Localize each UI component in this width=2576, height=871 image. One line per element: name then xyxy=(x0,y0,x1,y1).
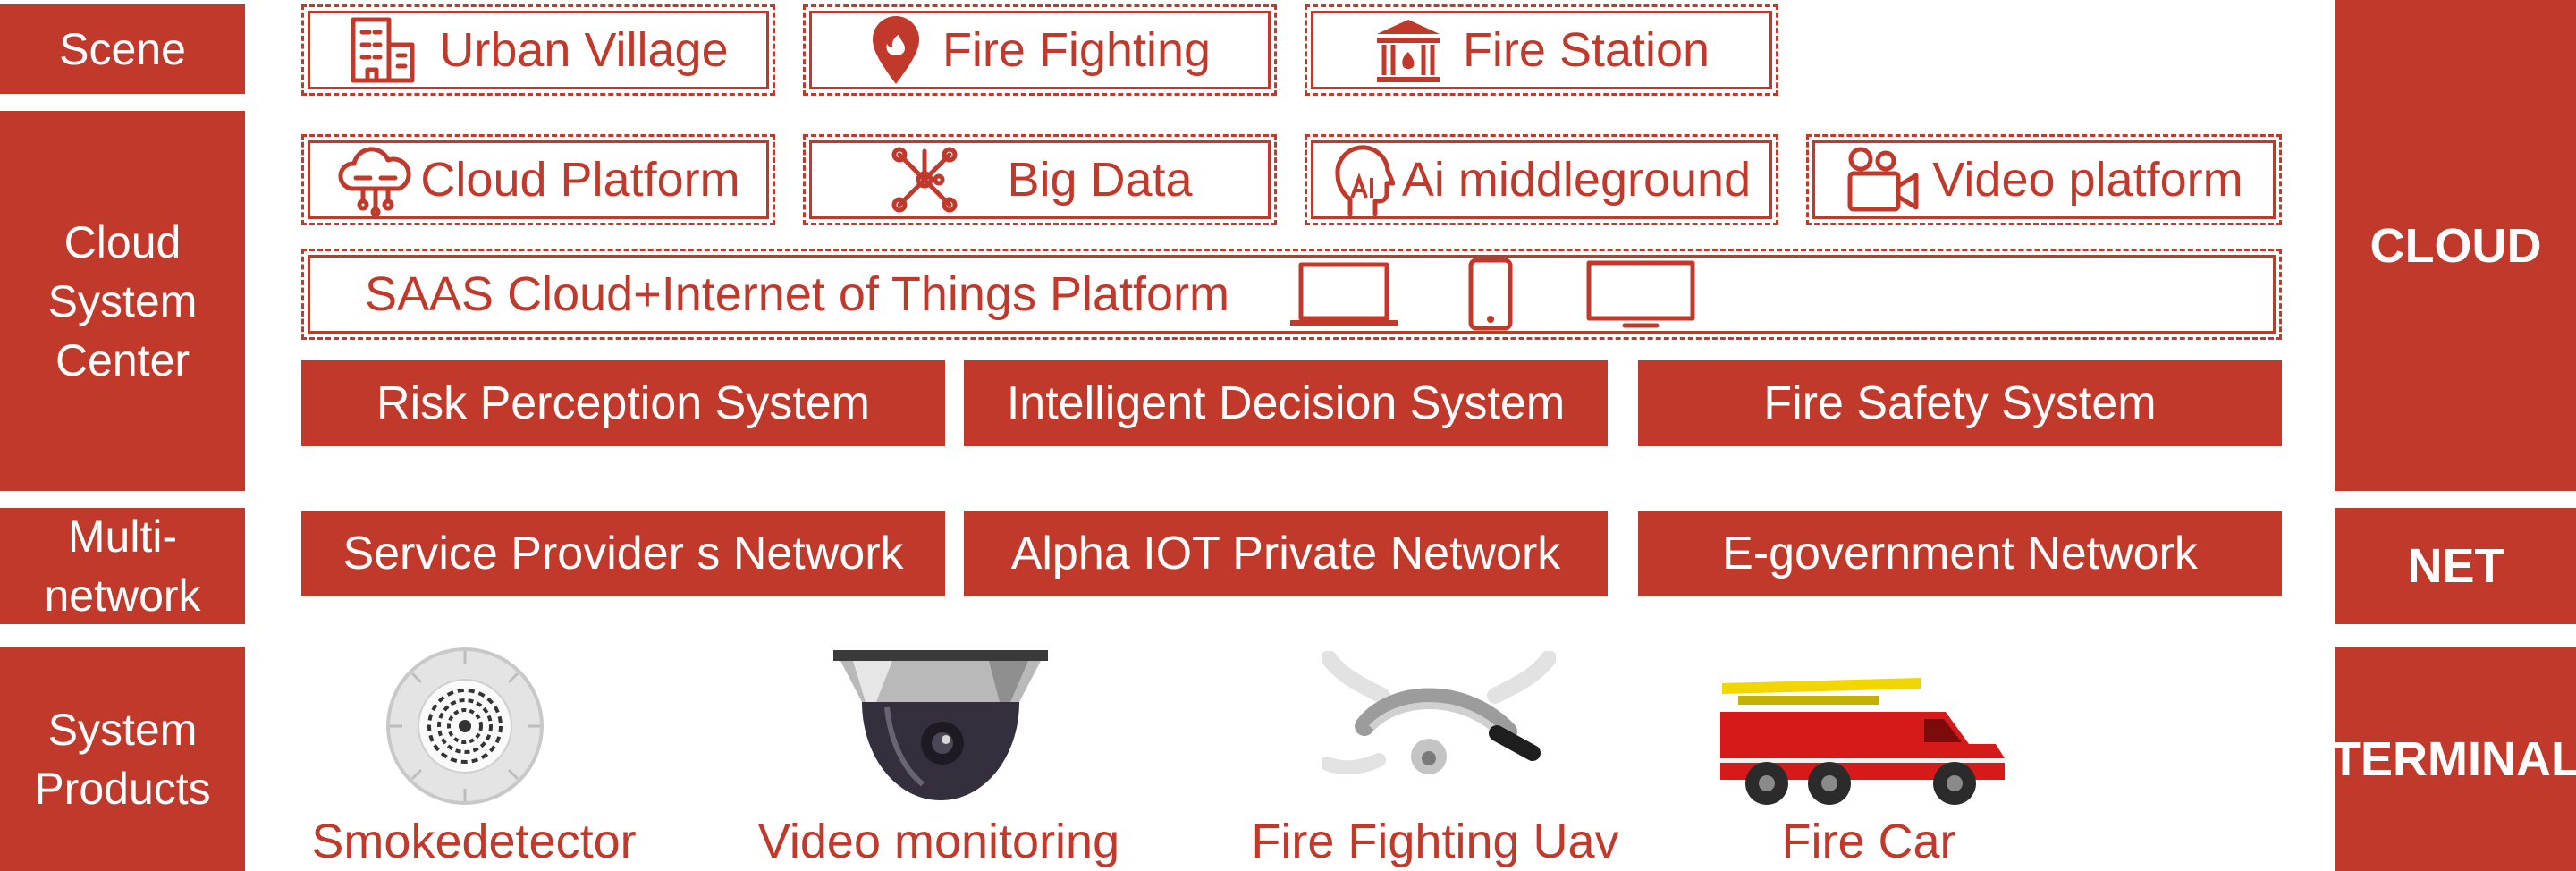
platform-box-cloud-platform-text: Cloud Platform xyxy=(420,153,740,207)
cloud-layer-label: CLOUD xyxy=(2335,0,2576,491)
cloud-layer-text: CLOUD xyxy=(2369,218,2542,273)
e-government-network: E-government Network xyxy=(1638,511,2282,596)
fire-safety-system-text: Fire Safety System xyxy=(1763,377,2157,429)
terminal-layer-text: TERMINAL xyxy=(2331,731,2576,786)
product-name-fire-fighting-uav: Fire Fighting Uav xyxy=(1251,815,1619,868)
saas-platform-box: SAAS Cloud+Internet of Things Platform xyxy=(301,249,2282,340)
fire-location-icon xyxy=(872,16,919,84)
scene-box-fire-fighting: Fire Fighting xyxy=(803,4,1277,96)
intelligent-decision-system-text: Intelligent Decision System xyxy=(1006,377,1566,429)
platform-box-big-data: Big Data xyxy=(803,134,1277,225)
cloud-system-center-line-1: Cloud xyxy=(63,216,182,267)
smartphone-icon xyxy=(1468,258,1513,331)
platform-box-video-platform-text: Video platform xyxy=(1932,153,2243,207)
system-products-line-1: System xyxy=(47,704,198,755)
multi-network-label: Multi- network xyxy=(0,508,245,624)
product-name-video-monitoring: Video monitoring xyxy=(757,815,1120,868)
uav-drone-image xyxy=(1322,651,1556,775)
scene-box-urban-village: Urban Village xyxy=(301,4,775,96)
video-camera-icon xyxy=(1847,147,1919,212)
cloud-system-center-line-3: Center xyxy=(55,334,190,385)
platform-box-ai-middleground: Ai middleground xyxy=(1305,134,1778,225)
cloud-system-center-label: Cloud System Center xyxy=(0,111,245,491)
saas-platform-text: SAAS Cloud+Internet of Things Platform xyxy=(365,267,1230,321)
alpha-iot-private-network: Alpha IOT Private Network xyxy=(964,511,1608,596)
cloud-network-icon xyxy=(338,147,411,217)
scene-label: Scene xyxy=(0,4,245,94)
fire-truck-image xyxy=(1720,678,2006,805)
fire-safety-system: Fire Safety System xyxy=(1638,360,2282,446)
platform-box-cloud-platform: Cloud Platform xyxy=(301,134,775,225)
platform-box-ai-middleground-text: Ai middleground xyxy=(1401,153,1752,207)
big-data-network-icon xyxy=(891,147,958,213)
service-provider-network-text: Service Provider s Network xyxy=(342,528,904,579)
net-layer-text: NET xyxy=(2407,539,2504,593)
platform-box-video-platform: Video platform xyxy=(1806,134,2282,225)
risk-perception-system: Risk Perception System xyxy=(301,360,945,446)
fire-station-icon xyxy=(1376,20,1440,82)
risk-perception-system-text: Risk Perception System xyxy=(376,377,870,429)
ai-head-icon xyxy=(1335,145,1395,216)
product-name-fire-car: Fire Car xyxy=(1781,815,1956,868)
scene-box-fire-fighting-text: Fire Fighting xyxy=(942,23,1212,77)
smoke-detector-image xyxy=(386,647,544,805)
scene-box-fire-station-text: Fire Station xyxy=(1462,23,1710,77)
scene-box-fire-station: Fire Station xyxy=(1305,4,1778,96)
system-products-label: System Products xyxy=(0,647,245,871)
building-icon xyxy=(351,17,415,83)
multi-network-line-1: Multi- xyxy=(67,512,178,562)
scene-box-urban-village-text: Urban Village xyxy=(439,23,729,77)
system-products-line-2: Products xyxy=(34,763,211,814)
cloud-system-center-line-2: System xyxy=(47,275,198,326)
e-government-network-text: E-government Network xyxy=(1722,528,2198,579)
multi-network-line-2: network xyxy=(44,571,201,621)
dome-camera-image xyxy=(833,650,1048,800)
terminal-layer-label: TERMINAL xyxy=(2331,647,2576,871)
product-name-smokedetector: Smokedetector xyxy=(311,815,637,868)
monitor-icon xyxy=(1586,260,1695,328)
intelligent-decision-system: Intelligent Decision System xyxy=(964,360,1608,446)
net-layer-label: NET xyxy=(2335,508,2576,624)
laptop-icon xyxy=(1290,262,1398,326)
service-provider-network: Service Provider s Network xyxy=(301,511,945,596)
scene-label-text: Scene xyxy=(59,24,186,74)
platform-box-big-data-text: Big Data xyxy=(1007,153,1193,207)
alpha-iot-private-network-text: Alpha IOT Private Network xyxy=(1010,528,1561,579)
